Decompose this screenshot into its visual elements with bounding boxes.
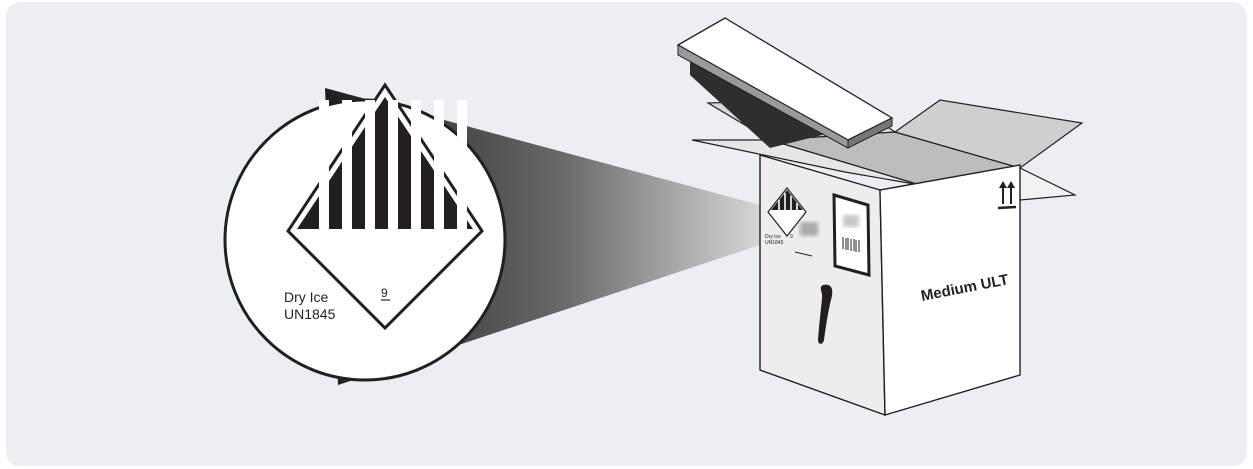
box-flap-right [893, 99, 1084, 169]
label-dry-ice: Dry Ice [284, 289, 329, 305]
this-way-up-arrows-icon [997, 181, 1017, 210]
dry-ice-shipping-illustration: Dry Ice UN1845 9 [223, 17, 1084, 417]
blurred-marking [800, 222, 818, 236]
illustration-panel: Dry Ice UN1845 9 [6, 2, 1247, 466]
box-side-face [879, 164, 1021, 416]
document-pouch [832, 192, 871, 277]
class-9-hazard-diamond-icon: 9 [286, 82, 484, 331]
shipping-box: Dry Ice UN1845 9 [676, 17, 1084, 417]
barcode-icon [842, 237, 860, 252]
small-hazard-label: Dry Ice UN1845 9 [765, 187, 813, 257]
class-number: 9 [381, 286, 388, 300]
magnified-label-circle: 9 Dry Ice UN1845 [223, 82, 507, 382]
small-label-un: UN1845 [765, 240, 784, 246]
box-front-face [759, 154, 886, 417]
label-un-number: UN1845 [284, 306, 336, 322]
box-lid [676, 17, 894, 149]
small-label-class: 9 [790, 234, 793, 240]
carry-strap-icon [818, 284, 833, 344]
small-label-name: Dry Ice [765, 234, 781, 240]
